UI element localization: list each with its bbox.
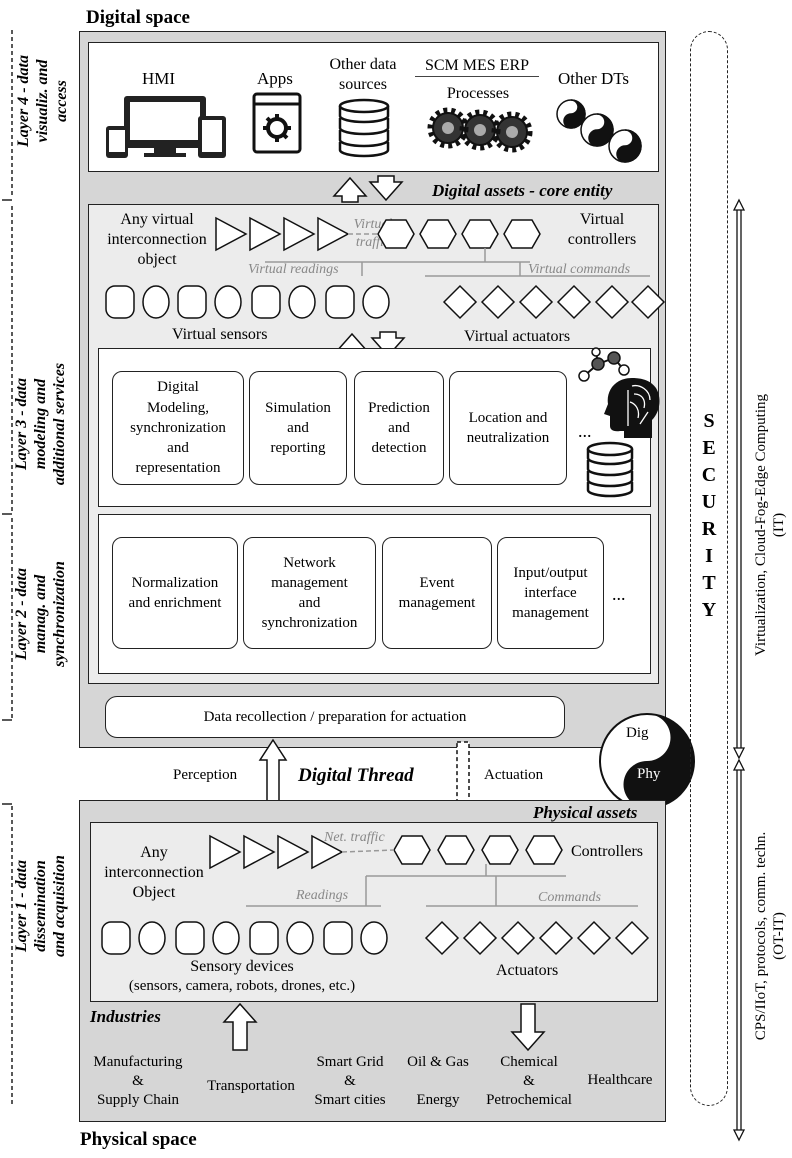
industry-chemical: Chemical&Petrochemical [486,1054,572,1108]
readings-label: Readings [296,888,349,903]
industries-up-arrow [222,1002,258,1051]
actuation-label: Actuation [484,767,544,783]
dig-phy-yin-yang-icon [599,713,695,809]
layer2-ellipsis: ... [612,584,626,604]
hmi-label: HMI [142,69,176,88]
layer3-database-icon [586,441,634,498]
actuators-label: Actuators [496,962,559,979]
database-icon [338,98,390,158]
phy-label: Phy [637,766,661,782]
layer4-updown-arrows [332,175,404,203]
other-dts-label: Other DTs [558,69,630,88]
physical-devices-shapes [101,920,650,956]
controllers-label: Controllers [571,843,643,860]
physical-space-title: Physical space [80,1129,197,1150]
virtual-commands-label: Virtual commands [528,262,631,277]
digital-space-title: Digital space [86,7,190,28]
physical-assets-title: Physical assets [533,803,638,822]
physical-assets-box [90,822,658,1002]
processes-label: Processes [446,85,510,102]
industry-manufacturing: Manufacturing&Supply Chain [93,1054,183,1108]
ai-head-icon [604,378,660,438]
gears-icon [427,107,533,153]
apps-icon [252,92,302,154]
industries-title: Industries [90,1007,161,1026]
commands-label: Commands [538,890,602,905]
layer-separators [2,30,13,1106]
molecule-icon [578,347,630,382]
physical-traffic-shapes [209,834,638,907]
it-label: Virtualization, Cloud-Fog-Edge Computing… [753,394,787,656]
scm-label: SCM MES ERP [415,56,539,77]
virtual-sensors-label: Virtual sensors [172,326,268,343]
hmi-devices-icon [106,96,226,158]
digital-assets-title: Digital assets - core entity [432,181,613,200]
digital-thread-label: Digital Thread [298,765,414,786]
perception-label: Perception [173,767,238,783]
data-recollection-box: Data recollection / preparation for actu… [105,696,565,738]
apps-label: Apps [257,69,293,88]
industry-transportation: Transportation [207,1078,295,1094]
dig-label: Dig [626,725,649,741]
virtual-devices-shapes [105,284,666,320]
industries-down-arrow [510,1003,546,1052]
net-traffic-label: Net. traffic [324,830,385,845]
industry-healthcare: Healthcare [587,1072,653,1088]
industry-smart-grid: Smart Grid&Smart cities [314,1054,386,1108]
sensory-devices-label: Sensory devices(sensors, camera, robots,… [128,958,356,994]
virtual-readings-label: Virtual readings [248,262,339,277]
other-dts-icon [556,99,642,163]
virtual-actuators-label: Virtual actuators [464,328,571,345]
right-double-arrows [732,198,746,1142]
virtual-traffic-shapes [215,216,650,277]
otit-label: CPS/IIoT, protocols, comm. techn.(OT-IT) [753,831,787,1041]
layer3-ellipsis: ... [578,421,592,441]
security-capsule [690,31,728,1106]
